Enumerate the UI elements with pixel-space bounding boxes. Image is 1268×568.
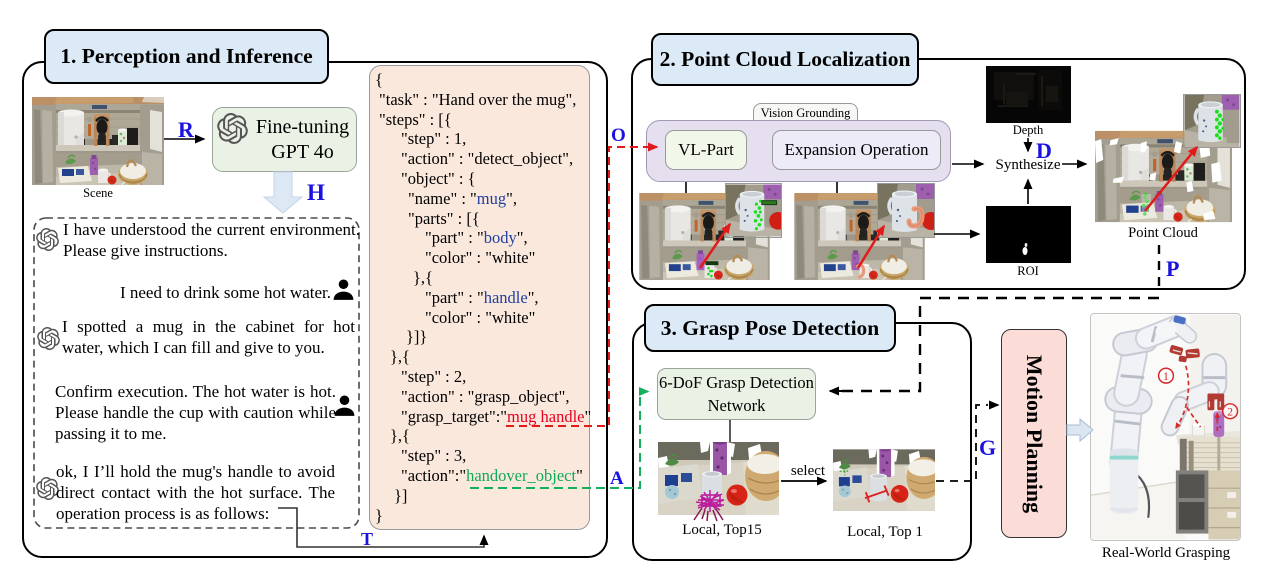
svg-text:1: 1 — [1163, 369, 1169, 383]
svg-text:2: 2 — [1227, 405, 1233, 419]
